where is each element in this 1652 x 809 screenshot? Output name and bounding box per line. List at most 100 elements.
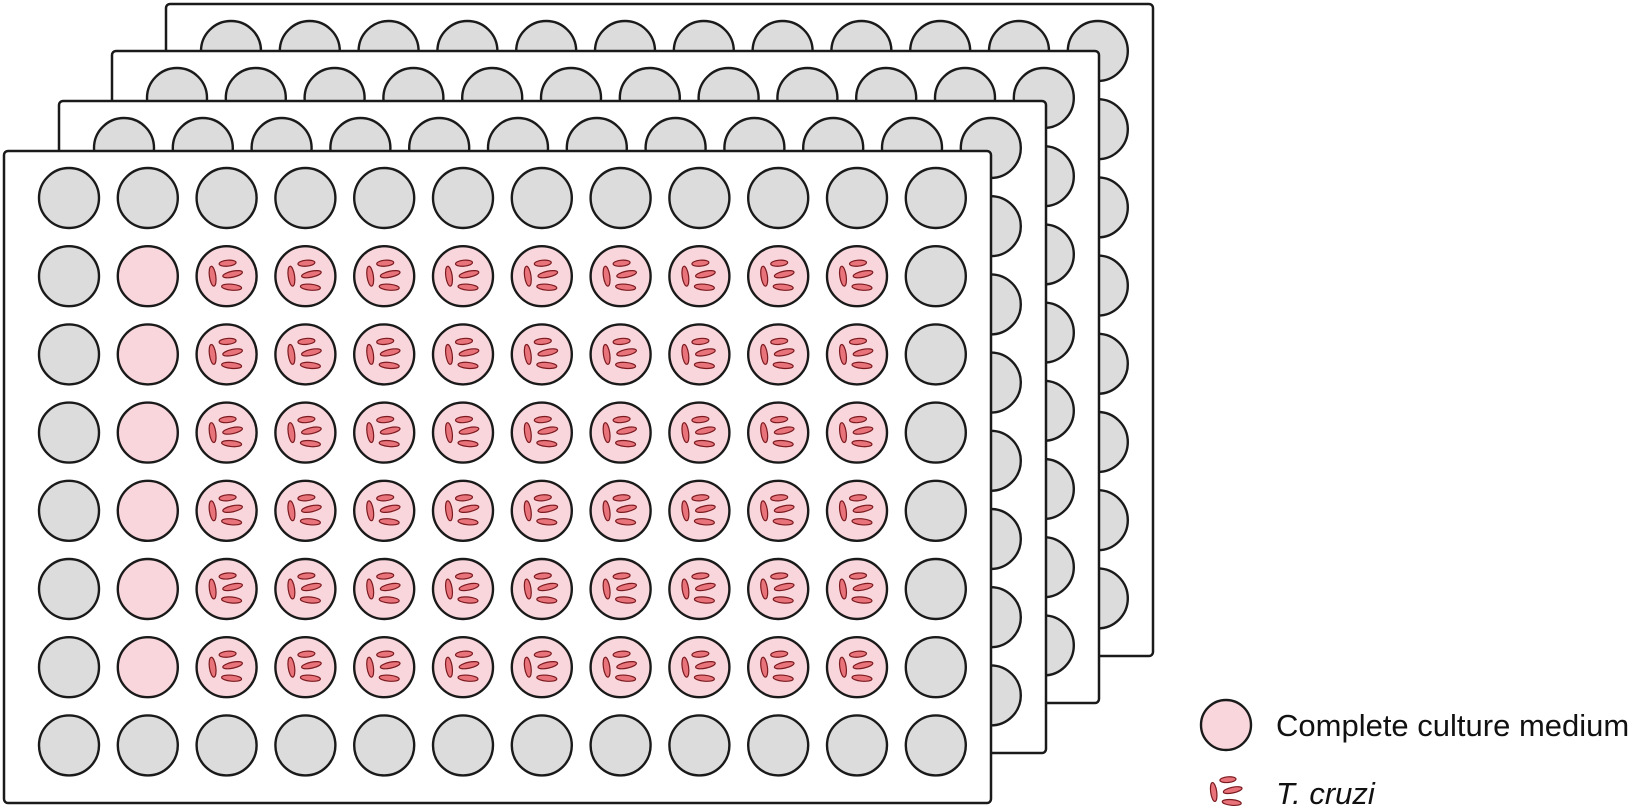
parasite-shape	[681, 422, 690, 444]
well-empty	[274, 166, 337, 230]
parasite-shape	[851, 283, 873, 291]
parasite-icon	[287, 415, 322, 448]
parasite-shape	[772, 439, 794, 448]
parasite-shape	[366, 500, 375, 522]
parasite-shape	[681, 578, 690, 600]
parasite-shape	[770, 337, 789, 346]
well-empty	[825, 166, 889, 230]
parasite-shape	[602, 656, 611, 678]
parasite-shape	[760, 656, 769, 678]
parasite-shape	[376, 337, 395, 346]
parasite-shape	[300, 582, 322, 592]
well-empty	[116, 714, 180, 777]
parasite-shape	[612, 337, 631, 346]
parasite-shape	[378, 361, 400, 370]
parasite-shape	[851, 674, 873, 682]
parasite-shape	[536, 518, 558, 526]
parasite-shape	[693, 674, 715, 682]
parasite-shape	[376, 494, 395, 502]
parasite-icon	[444, 572, 480, 604]
parasite-shape	[222, 426, 244, 435]
parasite-icon	[838, 337, 874, 370]
parasite-shape	[297, 259, 316, 267]
parasite-shape	[376, 259, 395, 267]
parasite-shape	[616, 348, 638, 357]
parasite-shape	[681, 500, 690, 522]
parasite-shape	[852, 582, 874, 592]
parasite-icon	[602, 337, 638, 370]
well-empty	[589, 166, 652, 230]
parasite-shape	[444, 656, 454, 678]
well-empty	[510, 166, 573, 230]
legend-item-medium: Complete culture medium	[1199, 698, 1629, 752]
parasite-shape	[838, 422, 848, 444]
parasite-shape	[222, 348, 244, 357]
parasite-shape	[616, 426, 638, 435]
parasite-shape	[533, 415, 552, 424]
parasite-shape	[297, 415, 316, 424]
parasite-shape	[536, 674, 558, 682]
parasite-icon	[287, 337, 322, 370]
parasite-shape	[773, 348, 795, 357]
parasite-shape	[537, 582, 559, 592]
parasite-icon	[366, 572, 401, 604]
parasite-shape	[299, 674, 321, 682]
parasite-shape	[222, 661, 244, 670]
parasite-shape	[772, 674, 794, 682]
parasite-icon	[287, 650, 322, 682]
parasite-shape	[299, 283, 321, 291]
parasite-shape	[376, 572, 395, 580]
parasite-shape	[454, 337, 474, 346]
parasite-shape	[533, 259, 552, 267]
well-empty	[904, 557, 967, 621]
parasite-icon	[681, 650, 716, 682]
parasite-shape	[770, 415, 789, 424]
parasite-shape	[208, 422, 217, 444]
parasite-shape	[691, 650, 710, 658]
parasite-icon	[208, 494, 244, 526]
parasite-shape	[523, 422, 532, 444]
parasite-shape	[379, 348, 401, 357]
parasite-shape	[299, 596, 321, 604]
parasite-shape	[523, 656, 532, 678]
well-empty	[904, 401, 967, 464]
parasite-shape	[602, 500, 611, 522]
parasite-shape	[454, 572, 474, 580]
parasite-icon	[523, 650, 559, 682]
well-empty	[904, 245, 967, 308]
parasite-icon	[602, 572, 638, 604]
parasite-shape	[693, 596, 715, 604]
parasite-shape	[615, 518, 637, 526]
parasite-shape	[848, 650, 868, 658]
parasite-shape	[1219, 776, 1237, 784]
legend-medium-label: Complete culture medium	[1276, 708, 1629, 743]
parasite-shape	[222, 504, 244, 513]
parasite-shape	[287, 656, 296, 678]
parasite-shape	[616, 582, 638, 592]
parasite-shape	[848, 494, 868, 502]
parasite-shape	[770, 572, 789, 580]
parasite-shape	[458, 582, 480, 592]
parasite-shape	[458, 270, 480, 279]
parasite-shape	[536, 283, 558, 291]
parasite-shape	[693, 439, 715, 448]
parasite-shape	[379, 270, 401, 279]
parasite-shape	[537, 426, 559, 435]
parasite-shape	[536, 439, 558, 448]
parasite-shape	[852, 504, 874, 513]
parasite-shape	[770, 494, 789, 502]
parasite-shape	[299, 518, 321, 526]
parasite-shape	[615, 674, 637, 682]
well-empty	[904, 166, 967, 230]
parasite-shape	[838, 343, 848, 365]
parasite-icon	[760, 650, 795, 682]
well-empty	[37, 479, 101, 542]
parasite-shape	[838, 500, 848, 522]
parasite-shape	[454, 415, 474, 424]
parasite-shape	[221, 439, 243, 448]
parasite-shape	[533, 494, 552, 502]
parasite-shape	[523, 500, 532, 522]
parasite-icon	[366, 494, 401, 526]
parasite-shape	[208, 656, 217, 678]
well-empty	[37, 245, 101, 308]
